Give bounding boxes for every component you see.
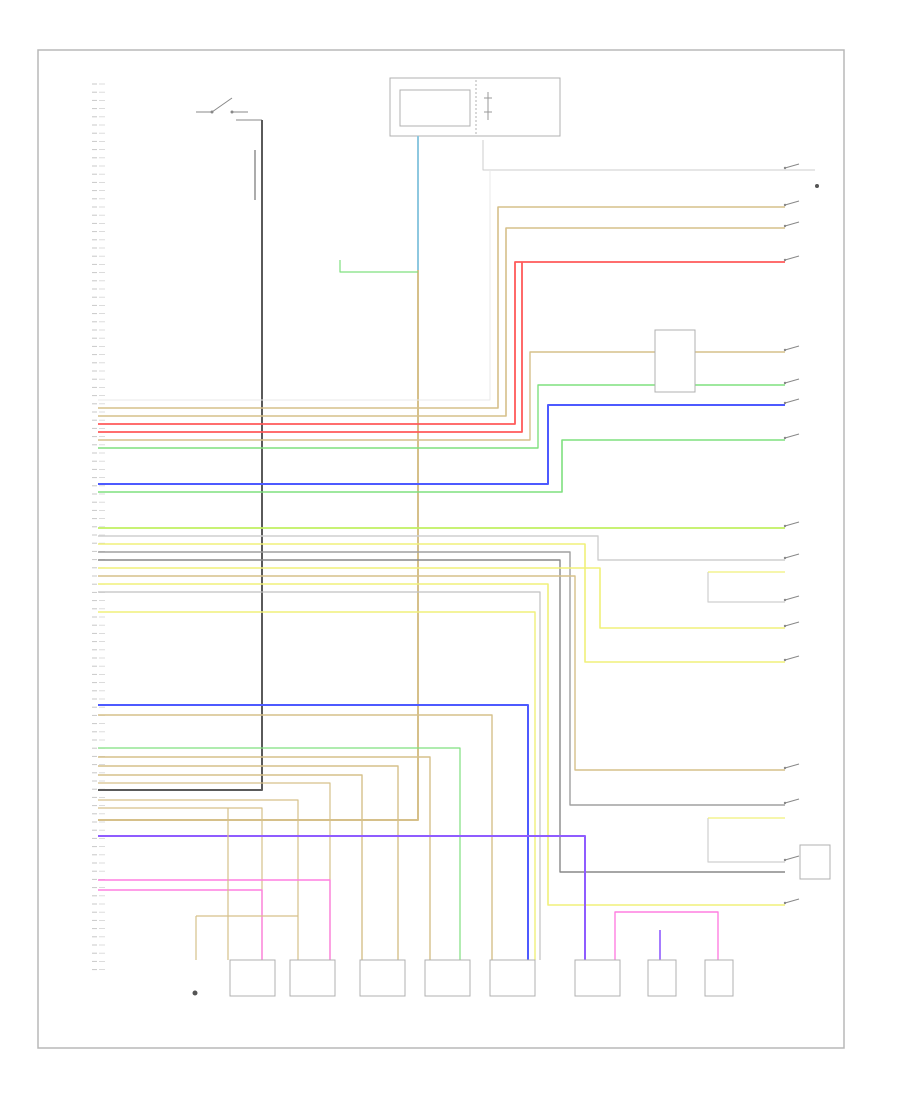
pink-wire: [98, 879, 331, 960]
connector-icon: [783, 658, 787, 662]
switch-icon: [784, 655, 800, 661]
ground-icon: [815, 184, 819, 188]
bottom-components: [229, 959, 734, 997]
gray-wire: [707, 818, 785, 863]
red-wire: [98, 262, 523, 433]
red-wire: [98, 261, 785, 425]
tan-wire: [98, 270, 419, 821]
connector-icon: [783, 348, 787, 352]
tan-wire: [98, 799, 299, 960]
tan-wire: [98, 782, 331, 960]
upper-module-inner: [399, 89, 471, 127]
connector-icon: [783, 401, 787, 405]
switch-icon: [784, 345, 800, 351]
yellow-wire: [98, 567, 785, 629]
connector-icon: [783, 766, 787, 770]
pink-wire: [98, 889, 263, 960]
green-wire: [98, 747, 461, 960]
relay-box: [654, 329, 696, 393]
wire-harness: [98, 120, 815, 960]
connector-icon: [783, 436, 787, 440]
connector-icon: [783, 624, 787, 628]
tan-wire: [98, 774, 363, 960]
tan-wire: [98, 575, 785, 771]
switch-icon: [784, 433, 800, 439]
switch-icon: [784, 898, 800, 904]
tan-wire: [98, 351, 650, 441]
switch-icon: [784, 255, 800, 261]
bottom-component-box: [647, 959, 677, 997]
blue-wire: [98, 704, 529, 960]
switch-icon: [784, 221, 800, 227]
tan-wire: [98, 756, 431, 960]
switch-icon: [784, 163, 800, 169]
diagram-frame: [37, 49, 845, 1049]
switch-icon: [784, 855, 800, 861]
gray-wire: [707, 572, 785, 603]
connector-icon: [783, 524, 787, 528]
motor-icon: [799, 844, 831, 880]
yellow-wire: [98, 611, 536, 960]
tan-wire: [98, 807, 263, 960]
green-wire: [98, 439, 785, 493]
white-wire: [98, 170, 491, 401]
switch-icon: [784, 521, 800, 527]
switch-icon: [784, 378, 800, 384]
yellow-wire: [98, 543, 785, 663]
switch-icon: [784, 798, 800, 804]
switch-icon: [784, 553, 800, 559]
switch-icon: [484, 92, 492, 120]
gray-wire: [98, 559, 785, 873]
bottom-component-box: [289, 959, 336, 997]
ignition-switch: [196, 97, 262, 121]
gray-wire: [98, 551, 785, 806]
connector-icon: [783, 901, 787, 905]
green-wire: [98, 384, 650, 449]
connector-icon: [783, 556, 787, 560]
switch-icon: [784, 398, 800, 404]
bottom-component-box: [424, 959, 471, 997]
switch-icon: [784, 621, 800, 627]
tan-wire: [98, 714, 493, 960]
switch-icon: [784, 595, 800, 601]
connector-icon: [783, 381, 787, 385]
bottom-component-box: [574, 959, 621, 997]
connector-icon: [783, 801, 787, 805]
bottom-component-box: [229, 959, 276, 997]
connector-icon: [783, 258, 787, 262]
switch-icon: [784, 763, 800, 769]
tan-wire: [98, 227, 785, 417]
connector-icon: [783, 858, 787, 862]
bottom-component-box: [704, 959, 734, 997]
pink-wire: [614, 911, 719, 960]
control-module-top: [389, 77, 561, 137]
connector-icon: [783, 224, 787, 228]
switch-icon: [784, 200, 800, 206]
violet-wire: [98, 835, 586, 960]
gray-wire: [482, 140, 815, 171]
green-wire: [339, 260, 418, 273]
right-components: [654, 163, 831, 905]
bottom-component-box: [489, 959, 536, 997]
blue-wire: [98, 404, 785, 485]
yellow-wire: [98, 583, 785, 906]
gray-wire: [98, 591, 541, 960]
bottom-component-box: [359, 959, 406, 997]
tan-wire: [98, 206, 785, 409]
gray-wire: [98, 535, 785, 561]
tan-wire: [98, 765, 399, 960]
connector-icon: [783, 203, 787, 207]
connector-icon: [783, 598, 787, 602]
connector-icon: [783, 166, 787, 170]
ground-icon: [192, 990, 198, 996]
black-wire: [98, 120, 263, 791]
